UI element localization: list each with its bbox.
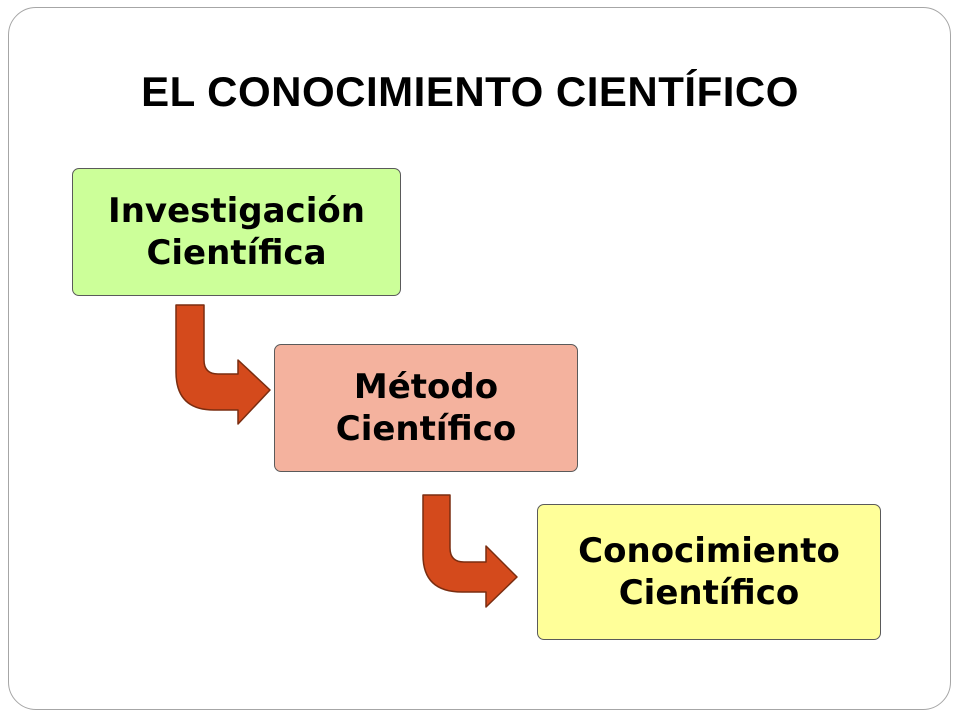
box-label-line2: Científico — [335, 409, 517, 449]
box-investigacion-cientifica: Investigación Científica — [72, 168, 401, 296]
box-label-line2: Científica — [146, 233, 327, 273]
box-label-line1: Investigación — [108, 190, 365, 231]
box-label-line1: Conocimiento — [578, 530, 840, 571]
box-conocimiento-cientifico: Conocimiento Científico — [537, 504, 881, 640]
page-title: EL CONOCIMIENTO CIENTÍFICO — [141, 68, 799, 115]
box-metodo-cientifico: Método Científico — [274, 344, 578, 472]
box-label-line1: Método — [353, 366, 499, 407]
box-label-line2: Científico — [618, 573, 800, 613]
